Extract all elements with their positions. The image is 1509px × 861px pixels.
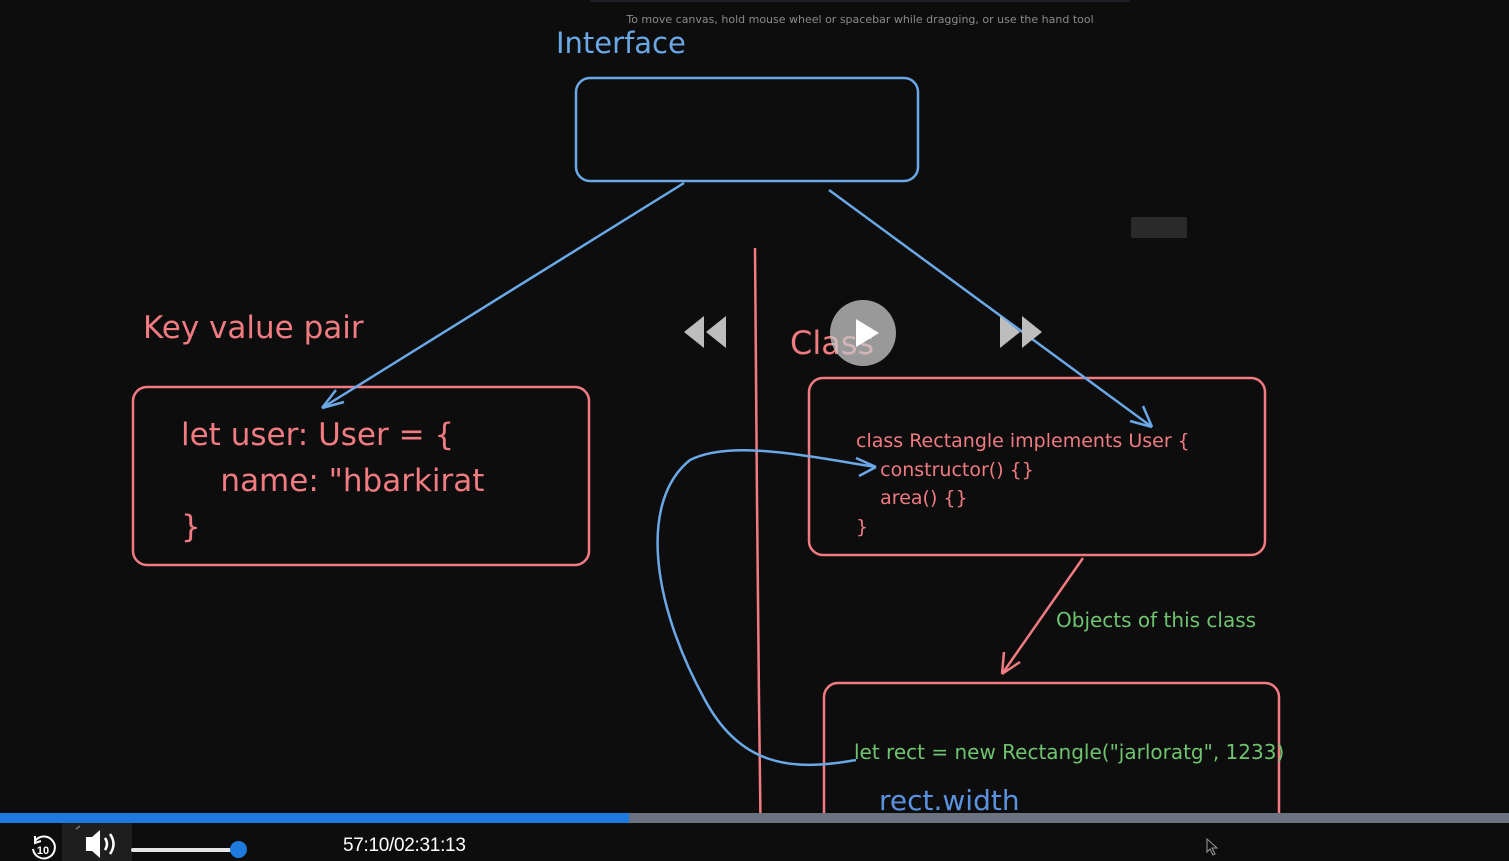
skip-label: 10 [37, 845, 49, 857]
arrowhead-class [1129, 405, 1154, 429]
arrowhead-kv [321, 389, 345, 410]
top-toolbar-edge [590, 0, 1130, 2]
class-box [807, 376, 1267, 557]
skip-back-10-icon[interactable]: 10 [28, 833, 58, 861]
vertical-divider [753, 247, 763, 861]
rewind-icon [684, 316, 726, 348]
arrowhead-object [1000, 651, 1021, 676]
fast-forward-icon [1000, 316, 1042, 348]
rewind-button[interactable] [682, 312, 730, 352]
volume-button[interactable] [62, 823, 132, 861]
progress-fill [0, 813, 629, 823]
fast-forward-button[interactable] [996, 312, 1044, 352]
time-display: 57:10/02:31:13 [343, 835, 466, 856]
interface-title: Interface [556, 26, 686, 60]
player-controls: 10 57:10/02:31:13 [0, 823, 1509, 861]
volume-knob[interactable] [230, 841, 247, 858]
object-box [822, 681, 1281, 861]
key-value-code: let user: User = { name: "hbarkirat } [181, 417, 485, 545]
arrow-interface-to-kv [321, 181, 685, 410]
key-value-box [131, 385, 591, 567]
play-icon [856, 319, 879, 347]
canvas-hint: To move canvas, hold mouse wheel or spac… [626, 13, 1094, 26]
rect-width-code: rect.width [879, 784, 1020, 817]
class-code: class Rectangle implements User { constr… [856, 430, 1190, 538]
objects-label: Objects of this class [1056, 608, 1257, 632]
play-small-icon[interactable] [0, 833, 6, 853]
loop-arrow [656, 448, 877, 766]
play-button[interactable] [830, 300, 896, 366]
arrow-class-to-object [1000, 557, 1085, 675]
arrow-interface-to-class [828, 188, 1153, 429]
progress-bar[interactable] [0, 813, 1509, 823]
interface-box [574, 76, 920, 183]
volume-icon [75, 825, 115, 858]
rect-new-code: let rect = new Rectangle("jarloratg", 12… [854, 740, 1285, 764]
key-value-title: Key value pair [143, 310, 364, 346]
cursor-icon [1206, 838, 1219, 856]
arrowhead-loop [855, 456, 877, 478]
volume-track[interactable] [131, 848, 239, 852]
tooltip-chip [1131, 217, 1187, 238]
